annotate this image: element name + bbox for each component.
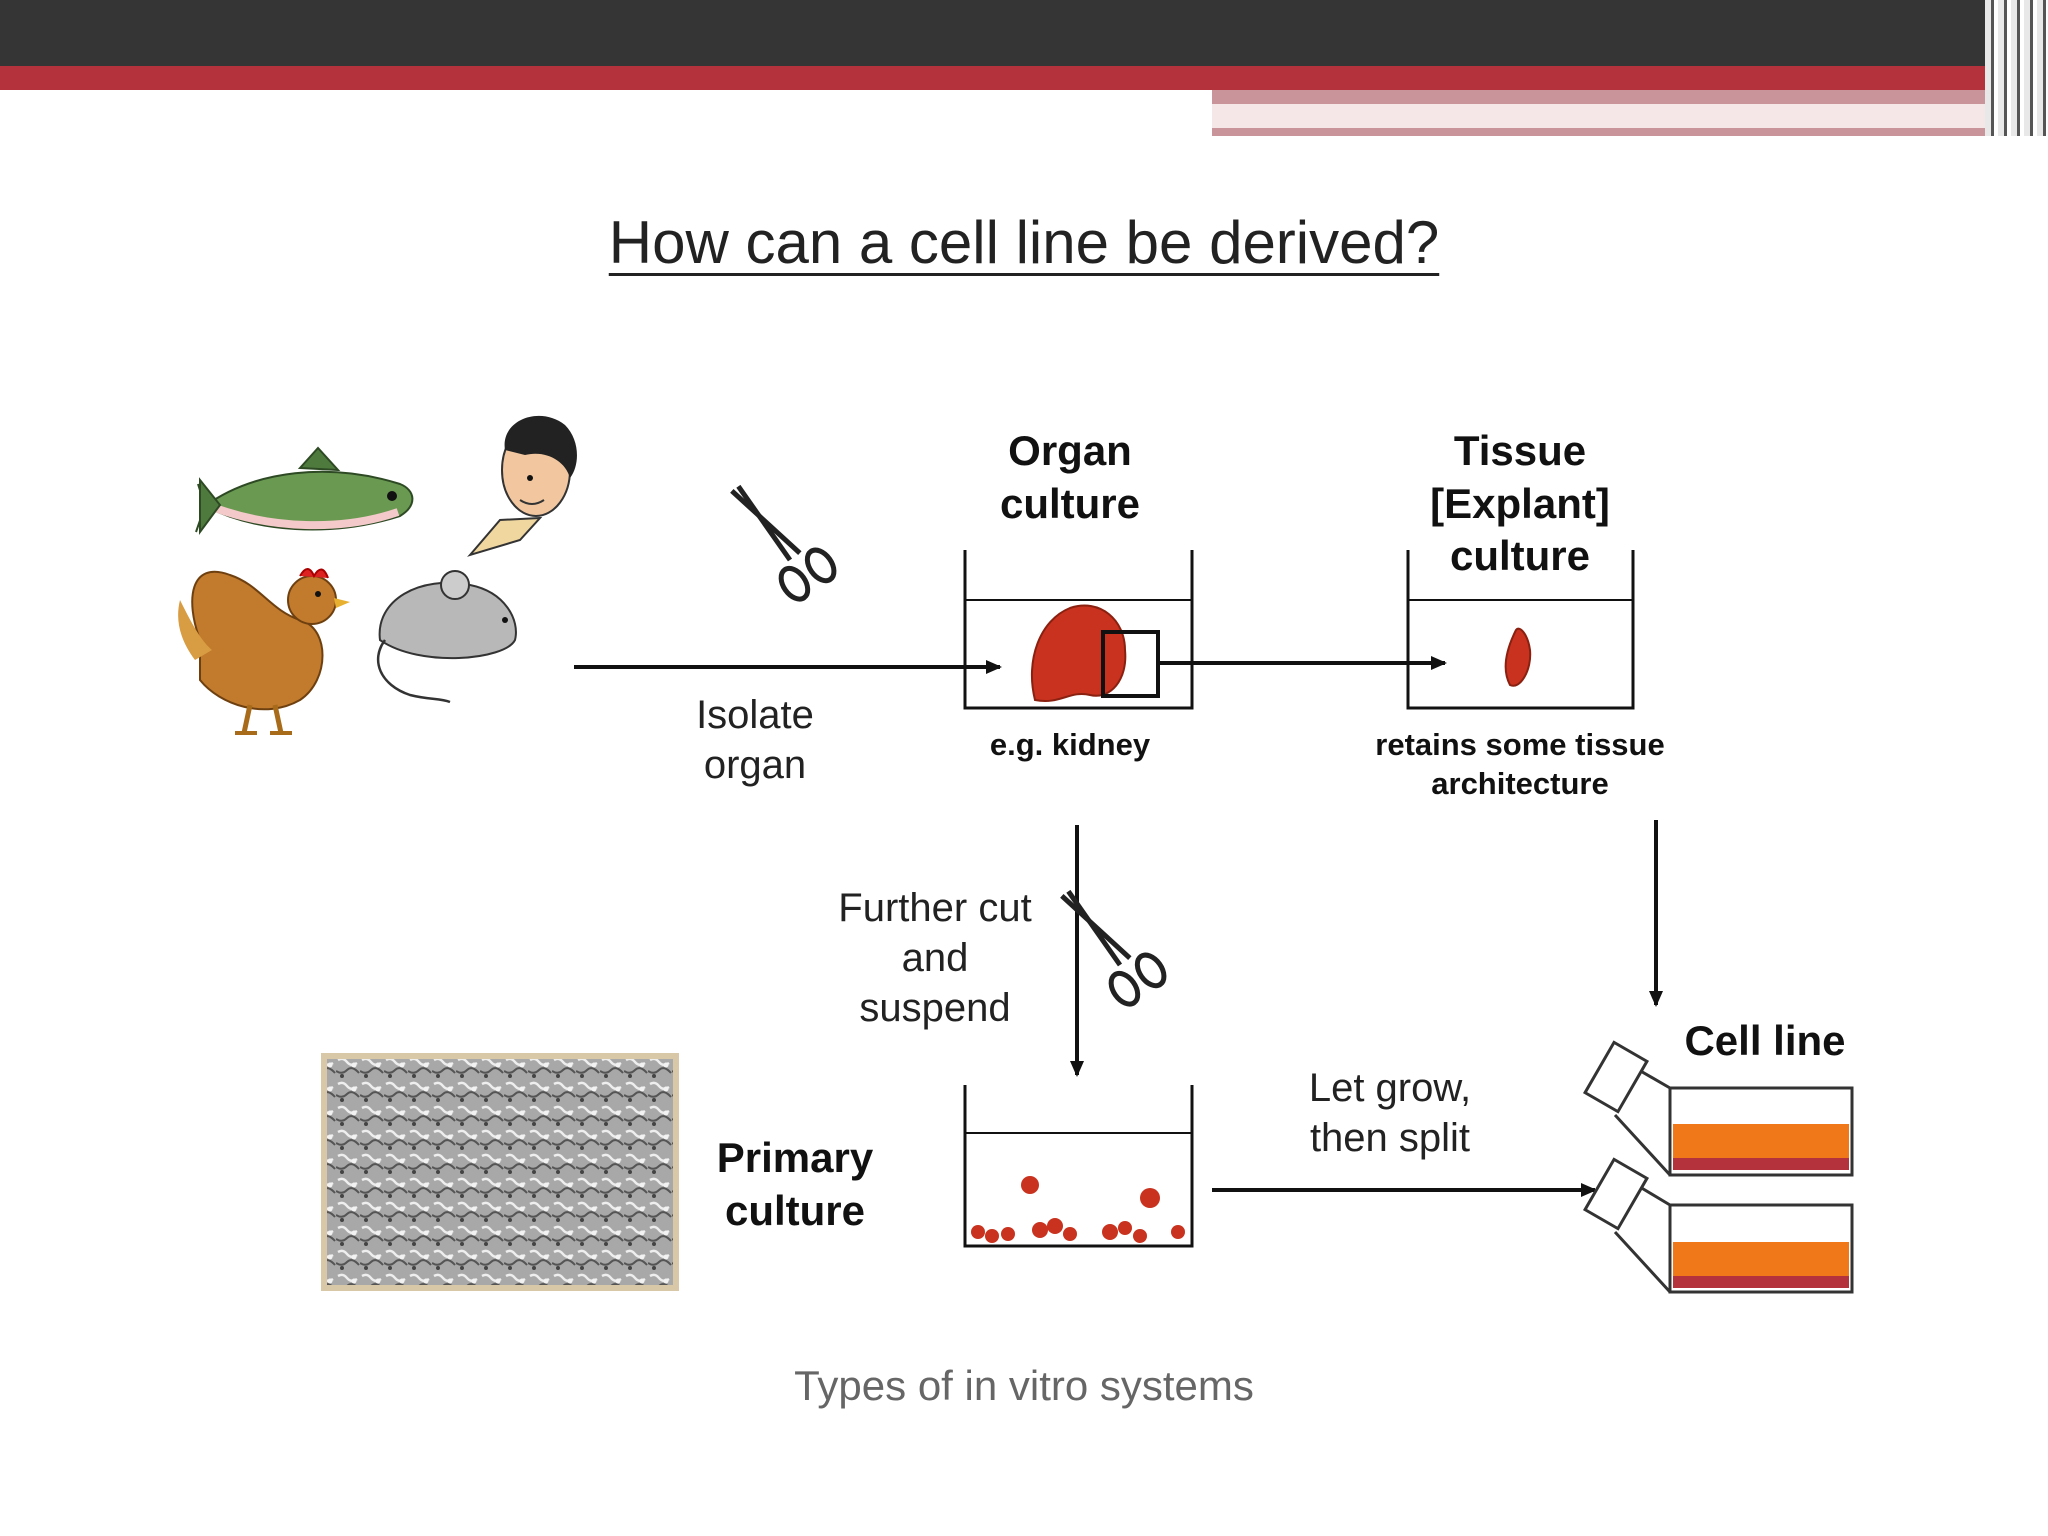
- isolate-organ-label-line1: Isolate: [696, 693, 814, 737]
- tissue-culture-label: Tissue [Explant] culture: [1370, 425, 1670, 583]
- grow-split-label: Let grow, then split: [1245, 1063, 1535, 1163]
- tissue-culture-label-line3: culture: [1449, 532, 1591, 579]
- fish-icon: [195, 446, 414, 536]
- cell-line-label: Cell line: [1684, 1017, 1846, 1064]
- chicken-icon: [178, 568, 350, 735]
- human-head-icon: [467, 415, 577, 557]
- tissue-culture-note-line2: architecture: [1431, 765, 1609, 801]
- isolate-organ-label-line2: organ: [703, 743, 807, 787]
- organ-culture-label-line1: Organ: [1008, 427, 1132, 474]
- organ-culture-label-line2: culture: [999, 479, 1141, 527]
- slide-title: How can a cell line be derived?: [608, 209, 1440, 276]
- further-cut-label-line3: suspend: [859, 986, 1011, 1030]
- further-cut-label-line1: Further cut: [838, 886, 1032, 930]
- grow-split-label-line1: Let grow,: [1308, 1066, 1472, 1110]
- primary-culture-dish: [963, 1085, 1194, 1248]
- scissors-icon: [1060, 889, 1167, 1007]
- further-cut-label-line2: and: [901, 936, 969, 980]
- isolate-organ-label: Isolate organ: [630, 690, 880, 790]
- slide-accent-band: [0, 66, 2048, 90]
- organ-culture-label: Organ culture: [950, 425, 1190, 530]
- scissors-icon: [730, 484, 837, 602]
- tissue-culture-note-line1: retains some tissue: [1375, 727, 1665, 762]
- micrograph-image: [321, 1053, 679, 1291]
- cell-culture-flask-icon: [1582, 1040, 1854, 1177]
- slide-caption: Types of in vitro systems: [794, 1362, 1254, 1409]
- organ-culture-dish: [963, 550, 1194, 710]
- slide-top-bar: [0, 0, 2048, 66]
- tissue-culture-label-line1: Tissue: [1453, 427, 1587, 474]
- tissue-culture-dish: [1406, 550, 1635, 710]
- slide-accent-band-highlight: [1212, 104, 2048, 128]
- primary-culture-label-line1: Primary: [716, 1134, 874, 1181]
- primary-culture-label-line2: culture: [724, 1186, 866, 1234]
- cell-culture-flask-icon: [1582, 1157, 1854, 1294]
- kidney-tissue: [1030, 604, 1127, 702]
- mouse-icon: [376, 570, 517, 704]
- slide-edge-stripes: [1985, 0, 2048, 136]
- tissue-culture-label-line2: [Explant]: [1430, 479, 1610, 527]
- tissue-culture-note: retains some tissue architecture: [1320, 726, 1720, 804]
- organ-culture-note: e.g. kidney: [989, 727, 1151, 762]
- explant-tissue: [1504, 627, 1532, 687]
- primary-culture-label: Primary culture: [680, 1132, 910, 1237]
- grow-split-label-line2: then split: [1309, 1116, 1471, 1160]
- further-cut-label: Further cut and suspend: [780, 883, 1090, 1033]
